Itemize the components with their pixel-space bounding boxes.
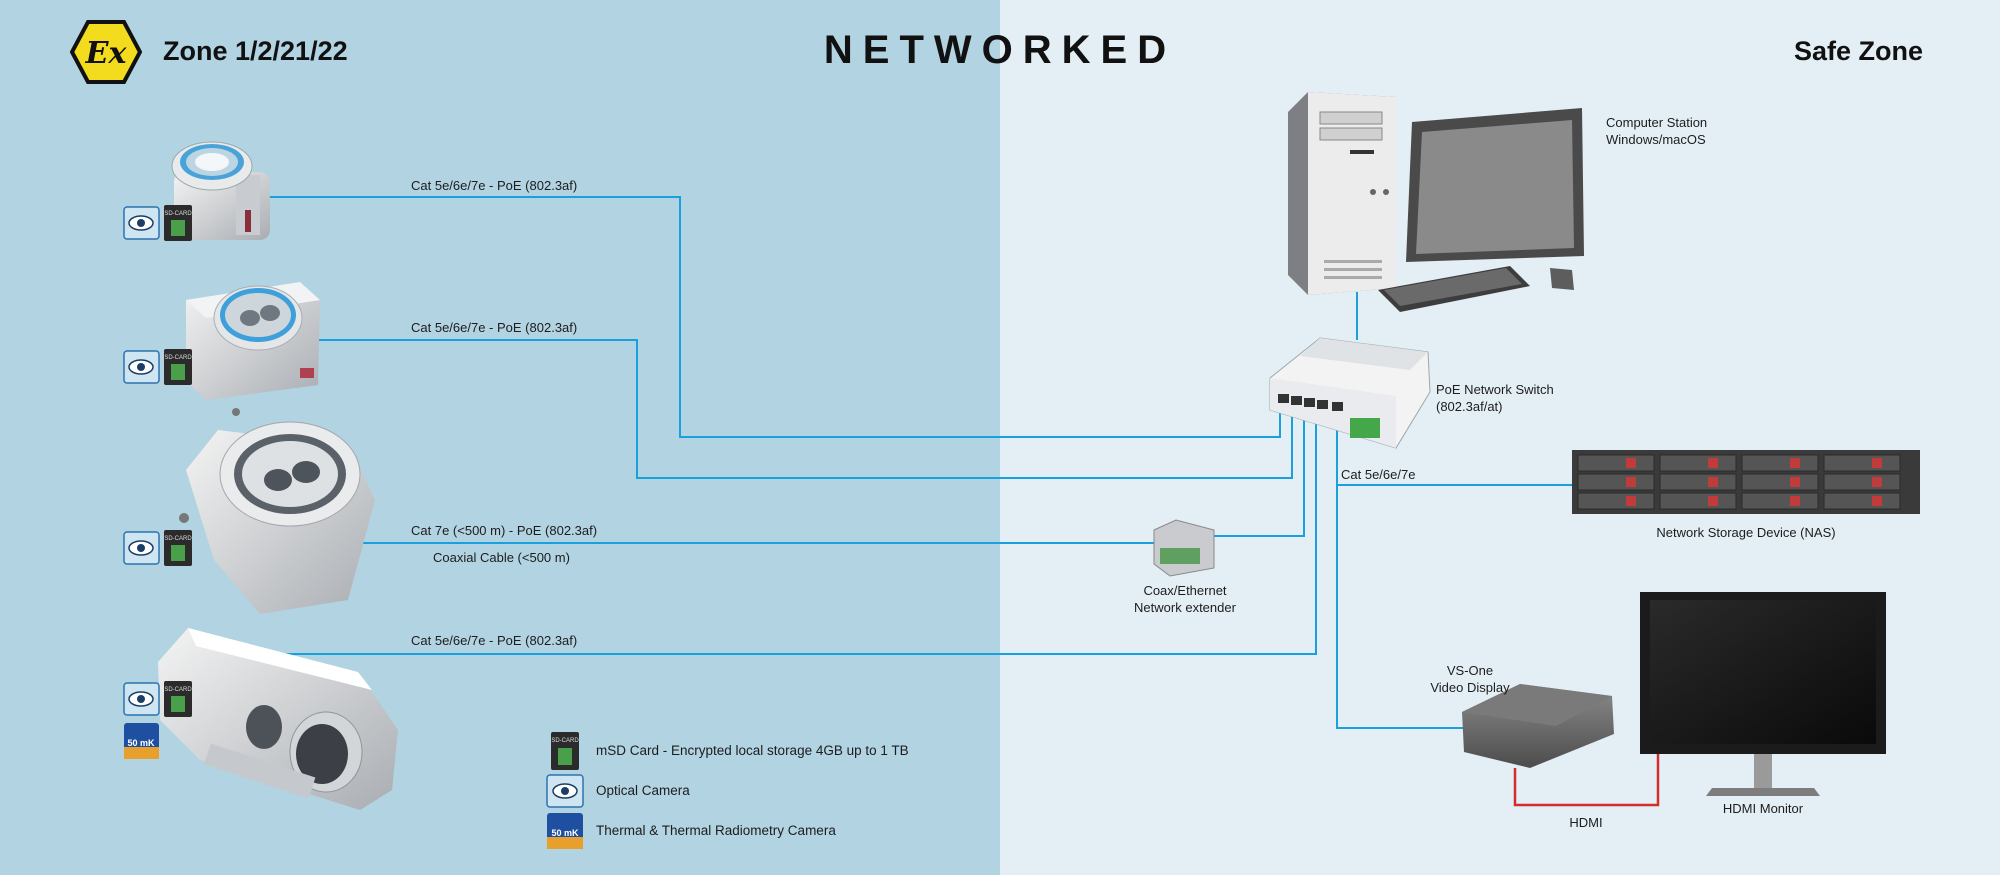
safe-zone-label: Safe Zone <box>1793 36 1923 66</box>
sd-card-icon: SD-CARD <box>551 732 579 770</box>
sd-card-text: SD-CARD <box>164 355 192 361</box>
vs-one-label-line2: Video Display <box>1430 680 1510 695</box>
optical-camera-icon <box>123 531 160 565</box>
ex-hazard-icon: Ex <box>70 20 142 84</box>
sd-card-text: SD-CARD <box>551 738 579 744</box>
page-title: NETWORKED <box>823 28 1177 72</box>
thermal-badge-text: 50 mK <box>127 738 155 748</box>
computer-label-line1: Computer Station <box>1606 115 1708 130</box>
ex-symbol-text: Ex <box>85 36 128 71</box>
legend-optical-label: Optical Camera <box>596 783 690 798</box>
extender-label-line1: Coax/Ethernet <box>1143 583 1227 598</box>
optical-camera-icon <box>123 206 160 240</box>
optical-camera-icon <box>546 774 584 808</box>
nas-label: Network Storage Device (NAS) <box>1656 525 1836 540</box>
hdmi-cable-label: HDMI <box>1569 815 1603 830</box>
nas-device <box>1572 450 1920 514</box>
cable-label-camera-1: Cat 5e/6e/7e - PoE (802.3af) <box>411 178 578 193</box>
camera-2 <box>186 282 320 416</box>
switch-label-line2: (802.3af/at) <box>1436 399 1503 414</box>
computer-label-line2: Windows/macOS <box>1606 132 1706 147</box>
network-extender <box>1153 519 1215 577</box>
sd-card-icon: SD-CARD <box>164 681 192 717</box>
sd-card-text: SD-CARD <box>164 536 192 542</box>
cable-extender <box>1200 410 1305 537</box>
computer-tower <box>1288 92 1396 295</box>
thermal-badge-text: 50 mK <box>551 828 579 838</box>
nas-cable-label: Cat 5e/6e/7e <box>1341 467 1416 482</box>
legend-thermal-label: Thermal & Thermal Radiometry Camera <box>596 823 836 838</box>
thermal-camera-icon: 50 mK <box>124 723 159 759</box>
sd-card-icon: SD-CARD <box>164 205 192 241</box>
camera-4 <box>158 628 398 810</box>
poe-switch <box>1269 337 1431 449</box>
cable-label-camera-3: Cat 7e (<500 m) - PoE (802.3af) <box>411 523 598 538</box>
optical-camera-icon <box>123 682 160 716</box>
optical-camera-icon <box>123 350 160 384</box>
sd-card-text: SD-CARD <box>164 211 192 217</box>
cable-camera-2 <box>318 339 1293 479</box>
switch-label-line1: PoE Network Switch <box>1436 382 1554 397</box>
computer-monitor <box>1406 108 1584 290</box>
cable-vs-one <box>1336 485 1468 729</box>
sd-card-icon: SD-CARD <box>164 349 192 385</box>
vs-one-label-line1: VS-One <box>1446 663 1494 678</box>
extender-label-line2: Network extender <box>1134 600 1236 615</box>
hazard-zone-label: Zone 1/2/21/22 <box>163 36 348 66</box>
cable-label-coaxial: Coaxial Cable (<500 m) <box>433 550 570 565</box>
cable-label-camera-2: Cat 5e/6e/7e - PoE (802.3af) <box>411 320 578 335</box>
cable-camera-4 <box>275 410 1317 655</box>
thermal-camera-icon: 50 mK <box>547 813 583 849</box>
cable-camera-1 <box>268 196 1281 438</box>
hdmi-monitor <box>1640 592 1886 796</box>
cable-label-camera-4: Cat 5e/6e/7e - PoE (802.3af) <box>411 633 578 648</box>
vs-one-device <box>1462 684 1614 768</box>
sd-card-icon: SD-CARD <box>164 530 192 566</box>
monitor-label: HDMI Monitor <box>1722 801 1804 816</box>
camera-3 <box>179 421 375 614</box>
sd-card-text: SD-CARD <box>164 687 192 693</box>
cable-hdmi <box>1513 752 1660 807</box>
legend-sd-card-label: mSD Card - Encrypted local storage 4GB u… <box>596 743 909 758</box>
keyboard <box>1378 266 1530 312</box>
camera-1 <box>171 141 270 240</box>
